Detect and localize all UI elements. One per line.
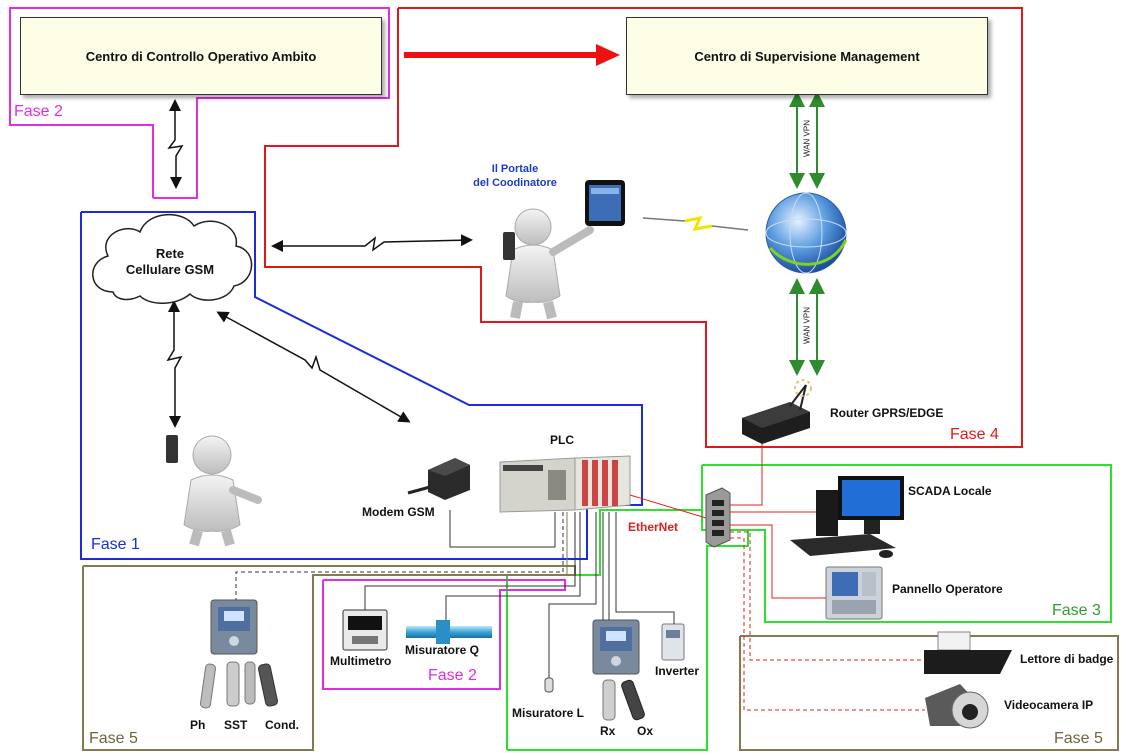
fase5-right-boundary	[739, 635, 1119, 751]
vpn-label-lower: WAN VPN	[802, 306, 812, 345]
rx-label: Rx	[600, 724, 616, 738]
cloud-label-line1: Rete	[155, 246, 185, 261]
inverter-icon	[661, 623, 685, 661]
cloud-label: Rete Cellulare GSM	[110, 246, 230, 278]
misuratore-q-icon	[406, 620, 492, 644]
fase5-left-label: Fase 5	[89, 730, 138, 747]
vpn-label-upper: WAN VPN	[802, 119, 812, 158]
cloud-label-line2: Cellulare GSM	[125, 262, 215, 277]
ph-probe-icon	[200, 663, 216, 709]
wire-switch-pannello	[730, 524, 826, 599]
globe-icon	[765, 192, 847, 274]
cond-label: Cond.	[265, 718, 299, 732]
fase4-boundary	[264, 7, 1023, 448]
fase1-label: Fase 1	[91, 536, 140, 553]
misuratore-l-label: Misuratore L	[512, 706, 585, 720]
fase2-top-boundary	[9, 7, 390, 199]
scada-pc-icon	[790, 476, 904, 558]
wire-plc-fase5	[235, 512, 564, 600]
link-controllo-cloud	[167, 99, 184, 189]
fase2-top-label: Fase 2	[14, 103, 63, 120]
operator-panel-icon	[825, 566, 883, 620]
wire-router-switch	[730, 444, 763, 506]
multimetro-label: Multimetro	[330, 654, 392, 668]
multimetro-icon	[342, 609, 388, 651]
badge-reader-icon	[924, 631, 1012, 674]
lettore-label: Lettore di badge	[1020, 652, 1114, 666]
tablet-icon	[585, 180, 625, 226]
cloud-shape	[92, 213, 253, 304]
box-centro-supervisione: Centro di Supervisione Management	[626, 17, 988, 95]
misuratore-q-label: Misuratore Q	[405, 643, 480, 657]
plc-icon	[499, 455, 631, 513]
fase2-bottom-label: Fase 2	[428, 667, 477, 684]
fase5-left-boundary	[82, 565, 576, 751]
fase1-boundary	[80, 211, 643, 560]
analyzer-middle-icon	[592, 619, 640, 675]
portale-label: Il Portale del Coodinatore	[450, 162, 580, 190]
ip-camera-icon	[925, 684, 989, 729]
cond-probe-icon	[258, 663, 278, 707]
wire-plc-switch	[629, 494, 707, 519]
pannello-label: Pannello Operatore	[892, 582, 1003, 596]
ox-probe-icon	[621, 679, 645, 721]
analyzer-left-icon	[210, 599, 258, 655]
fase5-right-label: Fase 5	[1054, 730, 1103, 747]
link-cloud-modem	[216, 311, 411, 423]
wire-plc-multimetro	[364, 512, 576, 610]
coordinator-figure	[503, 208, 594, 320]
sst-label: SST	[224, 718, 248, 732]
fase4-label: Fase 4	[950, 426, 999, 443]
field-operator-figure	[166, 435, 262, 547]
inverter-label: Inverter	[655, 664, 700, 678]
box-centro-controllo-label: Centro di Controllo Operativo Ambito	[85, 48, 317, 64]
scada-label: SCADA Locale	[908, 484, 992, 498]
router-label: Router GPRS/EDGE	[830, 406, 944, 420]
box-centro-controllo: Centro di Controllo Operativo Ambito	[20, 17, 382, 95]
wire-plc-misuratore-q	[445, 512, 581, 620]
plc-label: PLC	[550, 433, 574, 447]
rx-probe-icon	[602, 679, 616, 721]
wireless-bolt	[684, 215, 713, 231]
link-cloud-operator	[166, 300, 183, 428]
wire-switch-camera	[730, 537, 925, 711]
ph-label: Ph	[190, 718, 206, 732]
box-centro-supervisione-label: Centro di Supervisione Management	[694, 48, 920, 64]
ethernet-label: EtherNet	[628, 520, 679, 534]
ethernet-switch-icon	[705, 487, 731, 548]
wire-switch-badge	[730, 531, 924, 661]
sst-probe-icon	[226, 661, 256, 707]
wire-modem-plc	[449, 510, 556, 548]
fase3-label: Fase 3	[1052, 602, 1101, 619]
modem-label: Modem GSM	[362, 505, 435, 519]
modem-gsm-icon	[407, 458, 470, 500]
router-icon	[742, 379, 812, 444]
ox-label: Ox	[637, 724, 654, 738]
fase3-boundary	[701, 464, 1112, 623]
portale-label-line1: Il Portale	[491, 163, 539, 175]
level-sensor-icon	[544, 622, 554, 693]
fase2-bottom-boundary	[322, 579, 566, 690]
link-cloud-portale	[271, 234, 473, 252]
wire-plc-level	[548, 512, 597, 622]
portale-label-line2: del Coodinatore	[473, 177, 557, 189]
videocamera-label: Videocamera IP	[1004, 698, 1094, 712]
management-arrowhead	[596, 44, 620, 66]
wire-plc-inverter	[615, 512, 675, 624]
